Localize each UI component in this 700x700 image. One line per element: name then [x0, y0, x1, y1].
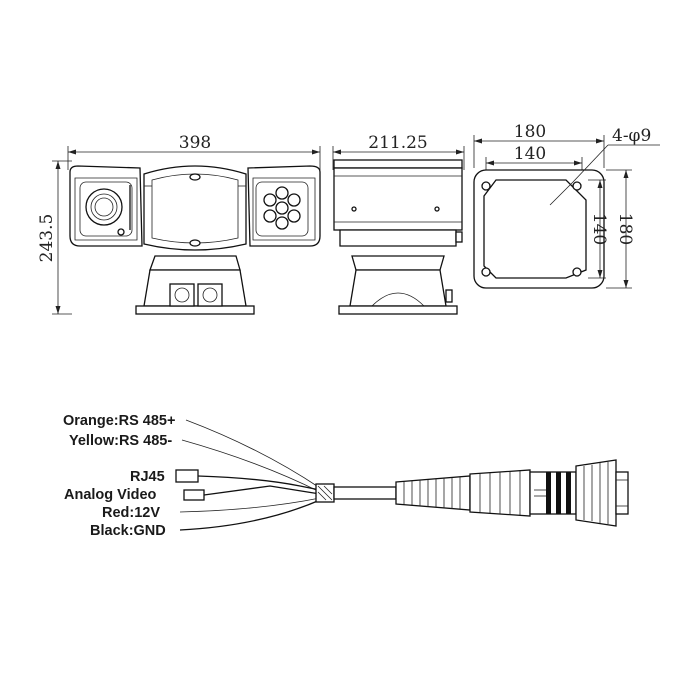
cable-diagram: Orange:RS 485+ Yellow:RS 485- RJ45 Analo… — [63, 413, 629, 539]
dim-holes: 4-φ9 — [612, 126, 651, 146]
dim-base-outer-width: 180 — [514, 122, 546, 142]
label-rj45: RJ45 — [130, 469, 165, 485]
dim-side-width: 211.25 — [368, 133, 427, 153]
dim-base-outer-height: 180 — [615, 213, 635, 245]
rj45-plug-icon — [175, 469, 199, 483]
base-view: 180 140 4-φ9 140 180 — [473, 122, 660, 289]
corrugation-icon — [403, 477, 461, 509]
dim-base-inner-height: 140 — [589, 213, 609, 245]
label-black: Black:GND — [90, 523, 166, 539]
bnc-plug-icon — [183, 489, 205, 501]
dim-base-inner-width: 140 — [514, 144, 546, 164]
mounting-holes — [481, 181, 582, 277]
dim-front-height: 243.5 — [37, 214, 57, 263]
label-red: Red:12V — [102, 505, 160, 521]
connector-icon — [169, 283, 223, 307]
connector-band — [546, 472, 551, 514]
plug-end-icon — [615, 471, 629, 515]
ir-led-cluster-icon — [263, 186, 301, 230]
side-view: 211.25 — [332, 133, 465, 315]
label-yellow: Yellow:RS 485- — [69, 433, 172, 449]
dim-front-width: 398 — [179, 133, 211, 153]
label-analog-video: Analog Video — [64, 487, 157, 503]
label-orange: Orange:RS 485+ — [63, 413, 175, 429]
front-view: 398 243.5 — [37, 133, 321, 315]
